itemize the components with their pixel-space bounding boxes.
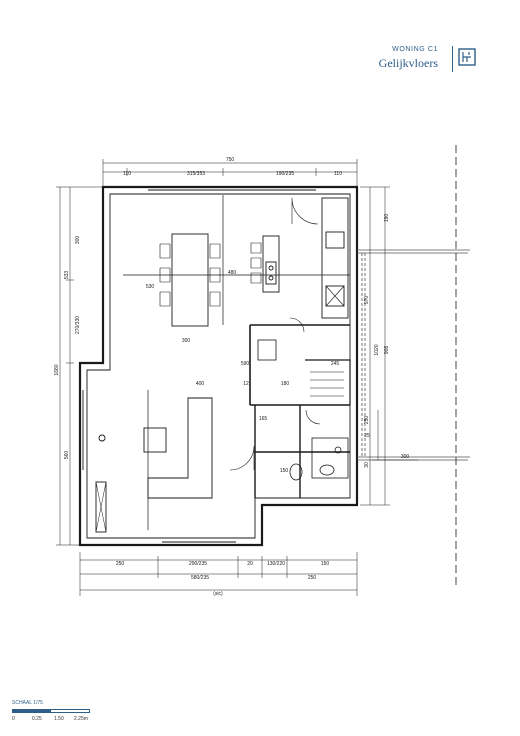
scale-bar: SCHAAL 1/75 0 0.25 1.50 2.25m [12,700,112,730]
bathroom-wall [254,405,350,498]
floor-title: Gelijkvloers [378,56,438,70]
dim-inner: 530 [146,284,155,290]
stair-wall [305,359,351,405]
dim-right-segment: 970 [364,296,370,305]
dim-inner: 165 [259,416,268,422]
dim-left-segment: 270/330 [75,316,81,334]
dim-inner: 180 [281,381,290,387]
dim-left-overall: 1680 [54,364,60,375]
outer-wall [78,185,359,547]
scale-tick: 2.25m [74,716,88,722]
dim-left-segment: 533 [64,271,70,280]
document-header: WONING C1 Gelijkvloers [360,44,510,78]
dim-inner: 150 [280,468,289,474]
dim-inner: 12 [243,381,249,387]
scale-bar-track [12,709,90,713]
dim-top-segment: 190/235 [276,171,294,177]
dim-bottom-segment: 130/220 [267,561,285,567]
dim-inner: 480 [228,270,237,276]
dim-top-segment: 315/353 [187,171,205,177]
dim-bottom-segment: 20 [247,561,253,567]
dim-top-overall: 750 [226,157,235,163]
dimension-texts: 750 110 315/353 190/235 110 1680 300 533… [54,157,409,597]
kitchen-block [250,197,349,319]
dim-bottom-segment: 290/235 [189,561,207,567]
dim-inner: 245 [331,361,340,367]
header-divider [452,46,453,72]
dim-left-segment: 560 [64,451,70,460]
scale-tick: 1.50 [54,716,64,722]
interior-walls [123,195,351,530]
floorplan-logo-icon [458,48,476,66]
dim-bottom-segment: 580/235 [191,575,209,581]
dim-right-small: 250 [364,416,370,425]
dimension-lines [56,159,418,596]
dining-table [159,233,221,327]
bathroom-fixtures [257,339,349,481]
dim-top-segment: 110 [123,171,131,177]
dim-inner: 25 [364,433,370,439]
dim-inner: 300 [182,338,191,344]
windows [79,186,316,546]
dim-bottom-segment: 250 [116,561,125,567]
door-swings [229,197,321,471]
dim-right-small: 30 [364,462,370,468]
scale-label: SCHAAL 1/75 [12,700,43,706]
dim-top-segment: 110 [334,171,342,177]
dim-bottom-overall: (sic) [213,591,223,597]
dim-inner: 590 [241,361,250,367]
scale-bar-fill [13,710,51,712]
dim-right-horizontal: 300 [401,454,410,460]
dim-right-segment: 908 [384,346,390,355]
inner-wall-line [86,193,351,539]
partition-thin [123,195,350,530]
dim-right-segment: 1020 [374,344,380,355]
scale-tick: 0 [12,716,15,722]
dim-bottom-segment: 150 [321,561,330,567]
exterior-walls [78,185,359,547]
dim-left-segment: 300 [75,236,81,245]
living-furniture [95,397,213,533]
house-code: WONING C1 [392,46,438,53]
dim-bottom-segment: 250 [308,575,317,581]
scale-tick: 0.25 [32,716,42,722]
dim-inner: 400 [196,381,205,387]
dim-right-segment: 190 [384,214,390,223]
